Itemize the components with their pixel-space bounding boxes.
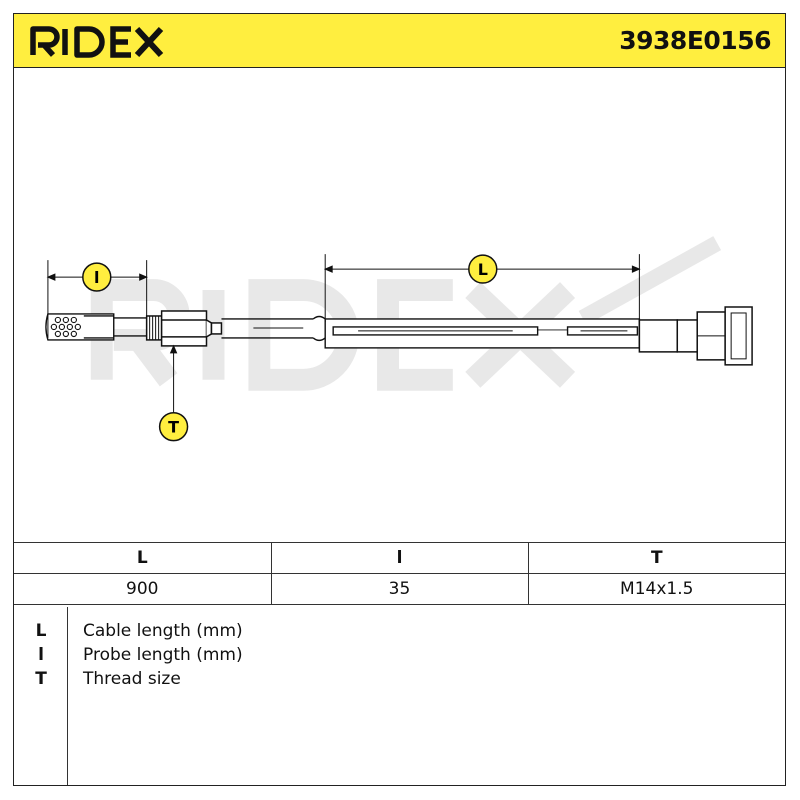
callout-probe-circle: [82, 262, 112, 292]
spec-value-cable: 900: [14, 573, 272, 605]
thread-nut: [145, 310, 223, 347]
part-number: 3938E0156: [619, 26, 771, 55]
dimension-thread: [169, 344, 178, 413]
spec-table: L l T 900 35 M14x1.5: [14, 542, 785, 605]
legend-desc-cable: Cable length (mm): [83, 621, 243, 641]
spec-value-probe: 35: [270, 573, 529, 605]
sensor-connector: [638, 306, 753, 366]
probe-tip: [45, 313, 148, 341]
sensor-cable: [221, 315, 641, 349]
legend-key-column: L l T: [14, 607, 68, 785]
sensor-drawing: l L T: [45, 236, 753, 442]
spec-value-row: 900 35 M14x1.5: [14, 573, 785, 605]
legend-key-probe: l: [38, 645, 44, 665]
callout-thread-label: T: [168, 418, 179, 437]
callout-cable-circle: [468, 254, 498, 284]
legend-desc-probe: Probe length (mm): [83, 645, 243, 665]
legend-key-cable: L: [35, 621, 47, 641]
legend-key-thread: T: [35, 669, 47, 689]
header-bar: 3938E0156: [14, 14, 785, 68]
product-sheet: 3938E0156: [13, 13, 786, 786]
legend: L l T Cable length (mm) Probe length (mm…: [14, 607, 785, 785]
ridex-logo: [30, 26, 164, 58]
spec-header-row: L l T: [14, 542, 785, 574]
legend-desc-thread: Thread size: [83, 669, 181, 689]
callout-cable-label: L: [478, 260, 488, 279]
spec-value-thread: M14x1.5: [527, 573, 785, 605]
spec-header-thread: T: [527, 542, 785, 574]
spec-header-cable: L: [14, 542, 272, 574]
callout-probe-label: l: [94, 268, 99, 287]
spec-header-probe: l: [270, 542, 529, 574]
callout-thread-circle: [158, 411, 189, 442]
